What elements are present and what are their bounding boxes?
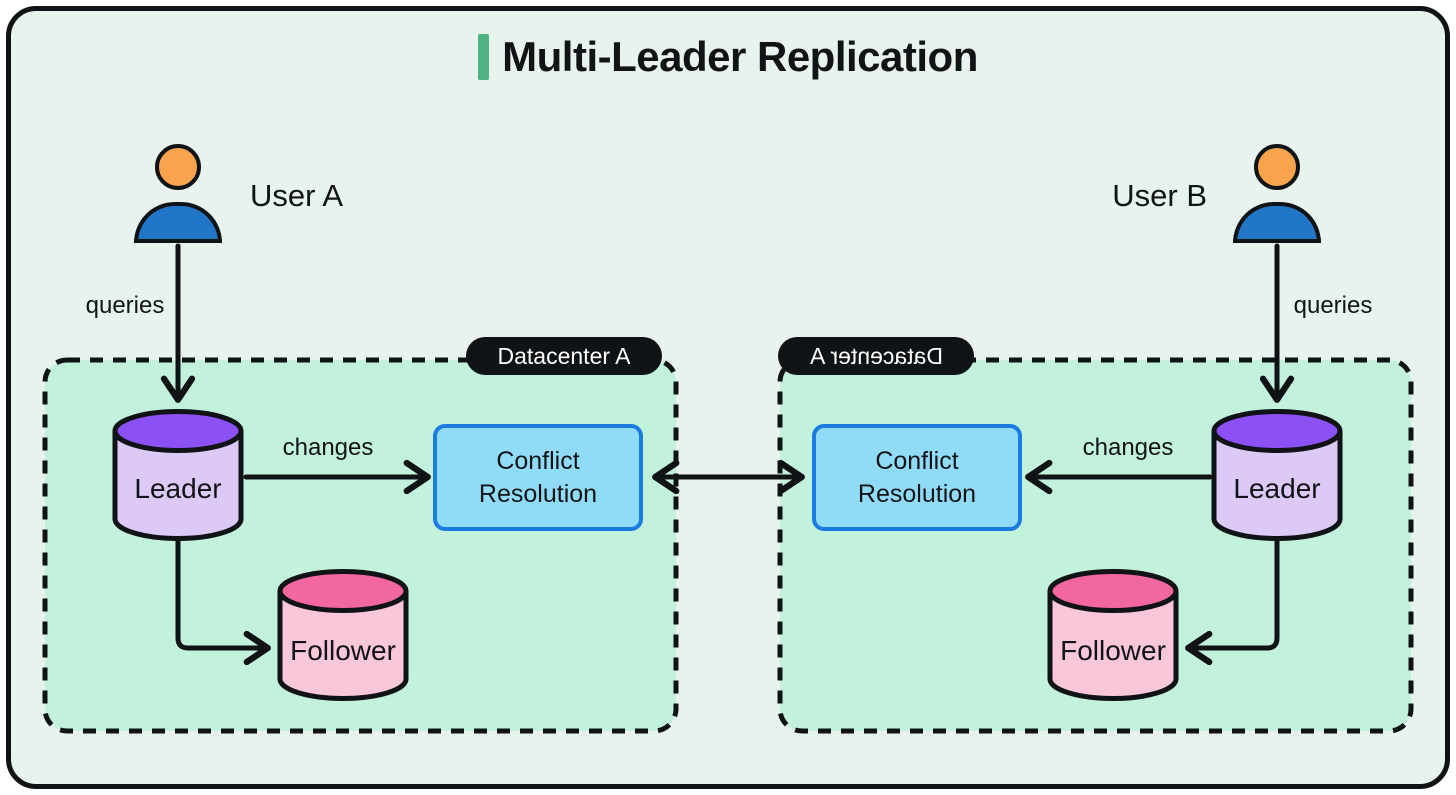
leader-label-a: Leader	[134, 473, 222, 504]
datacenter-b-badge-text: Datacenter A	[809, 342, 943, 369]
leader-label-b: Leader	[1233, 473, 1321, 504]
datacenter-a-badge: Datacenter A	[466, 337, 662, 375]
queries-label-a: queries	[85, 292, 165, 319]
title-row: Multi-Leader Replication	[0, 33, 1456, 81]
title-accent-bar	[478, 34, 490, 80]
user-a-label: User A	[250, 178, 344, 213]
conflict-resolution-box-b: Conflict Resolution	[812, 424, 1022, 531]
queries-label-b: queries	[1293, 292, 1373, 319]
leader-follower-arrow-a	[175, 535, 271, 666]
user-b-icon-head	[1254, 144, 1300, 190]
leader-follower-arrow-b	[1185, 535, 1280, 666]
follower-db-a	[277, 569, 409, 701]
leader-db-b	[1211, 409, 1343, 541]
user-b-label: User B	[1112, 178, 1207, 213]
changes-label-a: changes	[282, 434, 374, 461]
follower-label-a: Follower	[290, 635, 396, 666]
leader-db-a	[112, 409, 244, 541]
page-title: Multi-Leader Replication	[502, 33, 978, 80]
changes-label-b: changes	[1082, 434, 1174, 461]
follower-db-b	[1047, 569, 1179, 701]
follower-label-b: Follower	[1060, 635, 1166, 666]
datacenter-a-badge-text: Datacenter A	[497, 342, 631, 369]
conflict-resolution-box-a: Conflict Resolution	[433, 424, 643, 531]
datacenter-b-badge: Datacenter A	[778, 337, 974, 375]
user-a-icon-head	[155, 144, 201, 190]
